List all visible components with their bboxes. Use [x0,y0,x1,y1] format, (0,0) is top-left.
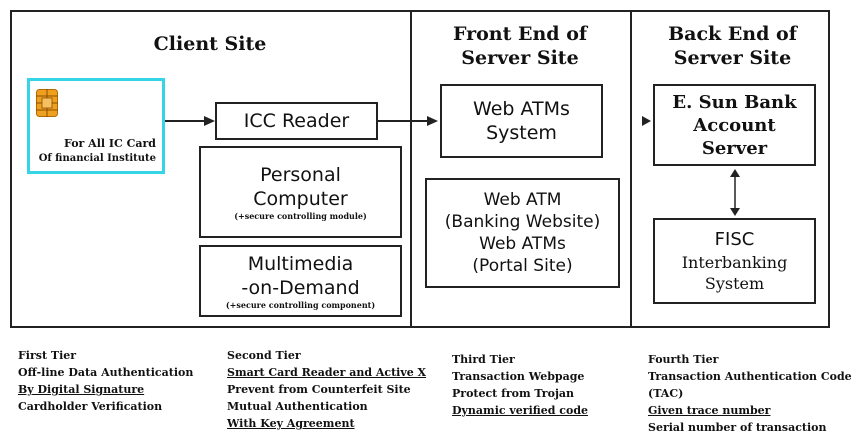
section-title-front: Front End of Server Site [425,22,615,70]
mod-line1: Multimedia [247,252,354,275]
web-atm-line3: Web ATMs [479,234,566,254]
tier-4-item: (TAC) [648,387,684,400]
tier-3-title: Third Tier [452,353,515,366]
esun-bank-server-box: E. Sun Bank Account Server [653,84,816,166]
arrow-head-down [730,208,740,216]
pc-note: (+secure controlling module) [234,210,367,221]
tier-2-item: With Key Agreement [227,417,355,430]
fisc-line2: Interbanking [681,253,788,272]
card-label-line2: Of financial Institute [38,153,156,164]
divider-front-back [630,10,632,328]
fisc-interbanking-box: FISC Interbanking System [653,218,816,304]
fisc-line1: FISC [714,229,755,250]
tier-2-item: Mutual Authentication [227,400,368,413]
tier-1-item: By Digital Signature [18,383,145,396]
section-title-back: Back End of Server Site [640,22,825,70]
arrow-head-to-esun [642,116,651,126]
tier-2-item: Prevent from Counterfeit Site [227,383,411,396]
web-atms-system-box: Web ATMs System [440,84,603,158]
multimedia-on-demand-box: Multimedia -on-Demand (+secure controlli… [199,245,402,317]
web-atms-system-line2: System [486,122,557,144]
arrow-head-card-to-reader [204,116,215,126]
ic-chip-icon [36,89,58,117]
diagram-frame [10,10,830,328]
arrow-head-reader-to-webatms [427,116,438,126]
section-title-front-line1: Front End of [452,23,588,45]
mod-line2: -on-Demand [241,276,360,299]
ic-card: For All IC Card Of financial Institute [27,78,165,174]
icc-reader-label: ICC Reader [243,110,350,132]
web-atm-line4: (Portal Site) [472,256,573,276]
tier-3-item: Protect from Trojan [452,387,575,400]
web-atm-line2: (Banking Website) [444,212,601,232]
mod-note: (+secure controlling component) [225,299,376,310]
tier-4-text: Fourth Tier Transaction Authentication C… [648,351,852,436]
section-title-client: Client Site [153,33,267,55]
tier-3-text: Third Tier Transaction Webpage Protect f… [452,351,588,419]
tier-2-item: Smart Card Reader and Active X [227,366,427,379]
tier-1-item: Cardholder Verification [18,400,163,413]
icc-reader-box: ICC Reader [215,102,378,140]
card-label-line1: For All IC Card [64,137,156,150]
divider-client-front [410,10,412,328]
pc-line2: Computer [253,187,348,210]
esun-line1: E. Sun Bank [672,91,797,113]
arrow-head-up [730,169,740,177]
esun-line2: Account [693,114,776,136]
web-atm-line1: Web ATM [483,190,562,210]
tier-4-item: Given trace number [648,404,771,417]
section-title-back-line1: Back End of [668,23,797,45]
web-atm-portal-box: Web ATM (Banking Website) Web ATMs (Port… [425,178,620,288]
tier-4-item: Serial number of transaction [648,421,827,434]
tier-2-title: Second Tier [227,349,301,362]
esun-line3: Server [701,137,768,159]
tier-1-text: First Tier Off-line Data Authentication … [18,347,193,415]
section-title-front-line2: Server Site [461,47,579,69]
web-atms-system-line1: Web ATMs [473,98,570,120]
tier-2-text: Second Tier Smart Card Reader and Active… [227,347,426,432]
tier-1-item: Off-line Data Authentication [18,366,194,379]
personal-computer-box: Personal Computer (+secure controlling m… [199,146,402,238]
section-title-back-line2: Server Site [673,47,792,69]
tier-1-title: First Tier [18,349,77,362]
pc-line1: Personal [260,163,341,186]
tier-3-item: Dynamic verified code [452,404,589,417]
tier-4-item: Transaction Authentication Code [648,370,852,383]
fisc-line3: System [704,274,765,293]
tier-3-item: Transaction Webpage [452,370,585,383]
tier-4-title: Fourth Tier [648,353,719,366]
